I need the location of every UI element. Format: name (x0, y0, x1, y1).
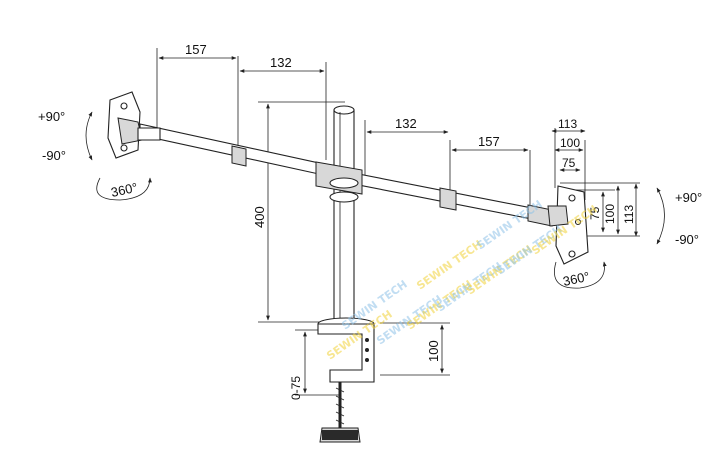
dim-left-inner-132: 132 (270, 55, 292, 70)
dimension-arrows (158, 56, 638, 394)
left-swivel-arrow (96, 177, 152, 201)
left-tilt-arrow (85, 111, 93, 161)
desk-clamp (317, 317, 375, 443)
dim-vesa-75-side: 75 (588, 206, 602, 220)
right-swivel-label: 360° (562, 269, 591, 289)
dim-right-outer-157: 157 (478, 134, 500, 149)
left-tilt-up-label: +90° (38, 109, 65, 124)
dim-pole-height-400: 400 (252, 206, 267, 228)
left-swivel-label: 360° (110, 180, 139, 200)
right-swivel-arrow (554, 261, 607, 289)
right-tilt-arrow (656, 187, 665, 245)
dim-vesa-113-top: 113 (558, 117, 577, 131)
dim-clamp-height-100: 100 (426, 340, 441, 362)
right-tilt-down-label: -90° (675, 232, 699, 247)
dim-left-outer-157: 157 (185, 42, 207, 57)
left-tilt-down-label: -90° (42, 148, 66, 163)
monitor-arm (139, 123, 553, 227)
dim-vesa-75-top: 75 (562, 156, 576, 170)
dimension-lines (156, 48, 640, 396)
right-vesa-bracket (547, 185, 589, 265)
dim-vesa-100-side: 100 (603, 204, 617, 224)
left-vesa-bracket (107, 91, 161, 159)
dim-vesa-113-side: 113 (622, 205, 636, 224)
pole (333, 105, 355, 326)
dim-clamp-range-0-75: 0-75 (289, 376, 303, 400)
right-tilt-up-label: +90° (675, 190, 702, 205)
dim-vesa-100-top: 100 (560, 136, 580, 150)
dim-right-inner-132: 132 (395, 116, 417, 131)
